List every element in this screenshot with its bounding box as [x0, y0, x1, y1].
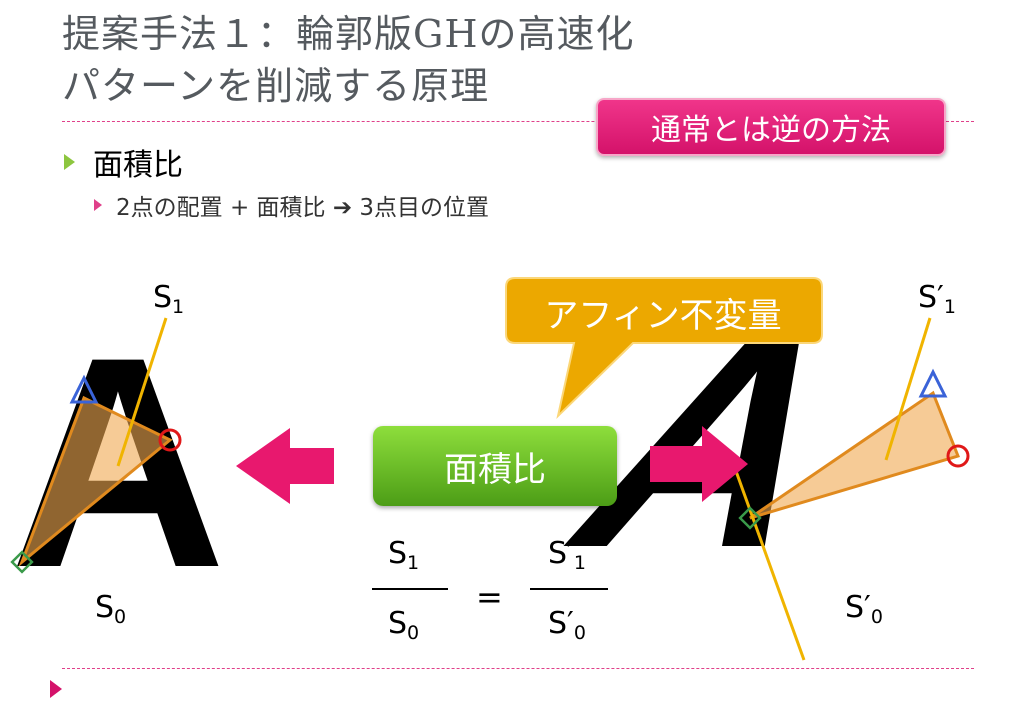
bullet-main-text: 面積比 — [93, 148, 183, 183]
right-arrow-icon — [650, 426, 748, 502]
left-s1-leader — [116, 317, 168, 467]
formula-numerator-right: S′1 — [548, 536, 586, 574]
title-line-1: 提案手法１：輪郭版GHの高速化 — [62, 12, 635, 56]
bullet-sub: 2点の配置 + 面積比 ➔ 3点目の位置 — [94, 188, 489, 222]
bullet-sub-text: 2点の配置 + 面積比 ➔ 3点目の位置 — [116, 195, 490, 221]
bullet-area-ratio: 面積比 — [64, 140, 183, 184]
left-triangle-marker-icon — [69, 374, 99, 404]
formula-equals: = — [476, 578, 503, 616]
left-s1-label: S1 — [153, 280, 185, 318]
affine-invariant-label: アフィン不変量 — [544, 295, 782, 336]
right-s1-label: S′1 — [918, 280, 956, 318]
reverse-method-callout: 通常とは逆の方法 — [596, 98, 946, 156]
formula-fraction-bar-right — [530, 588, 608, 590]
formula-numerator-left: S1 — [388, 536, 420, 574]
pink-bullet-icon — [94, 199, 102, 211]
affine-invariant-bubble — [505, 277, 823, 420]
right-diamond-marker-icon — [738, 506, 762, 530]
formula-denominator-left: S0 — [388, 606, 420, 644]
title-divider — [62, 121, 974, 122]
left-circle-marker-icon — [158, 428, 182, 452]
right-s1-leader — [884, 317, 932, 461]
right-s0-leader — [730, 459, 806, 661]
left-diamond-marker-icon — [10, 550, 34, 574]
right-s0-label: S′0 — [845, 590, 883, 628]
left-arrow-icon — [236, 428, 334, 504]
right-triangle — [749, 390, 960, 520]
right-triangle-marker-icon — [918, 368, 948, 398]
area-ratio-box: 面積比 — [373, 426, 617, 506]
left-s0-label: S0 — [95, 590, 127, 628]
formula-denominator-right: S′0 — [548, 606, 586, 644]
footer-bullet-icon — [50, 680, 62, 698]
green-bullet-icon — [64, 154, 75, 170]
footer-divider — [62, 668, 974, 669]
left-triangle — [18, 395, 173, 567]
slide-title: 提案手法１：輪郭版GHの高速化 パターンを削減する原理 — [62, 8, 635, 112]
right-circle-marker-icon — [946, 444, 970, 468]
formula-fraction-bar-left — [372, 588, 448, 590]
title-line-2: パターンを削減する原理 — [62, 64, 490, 108]
